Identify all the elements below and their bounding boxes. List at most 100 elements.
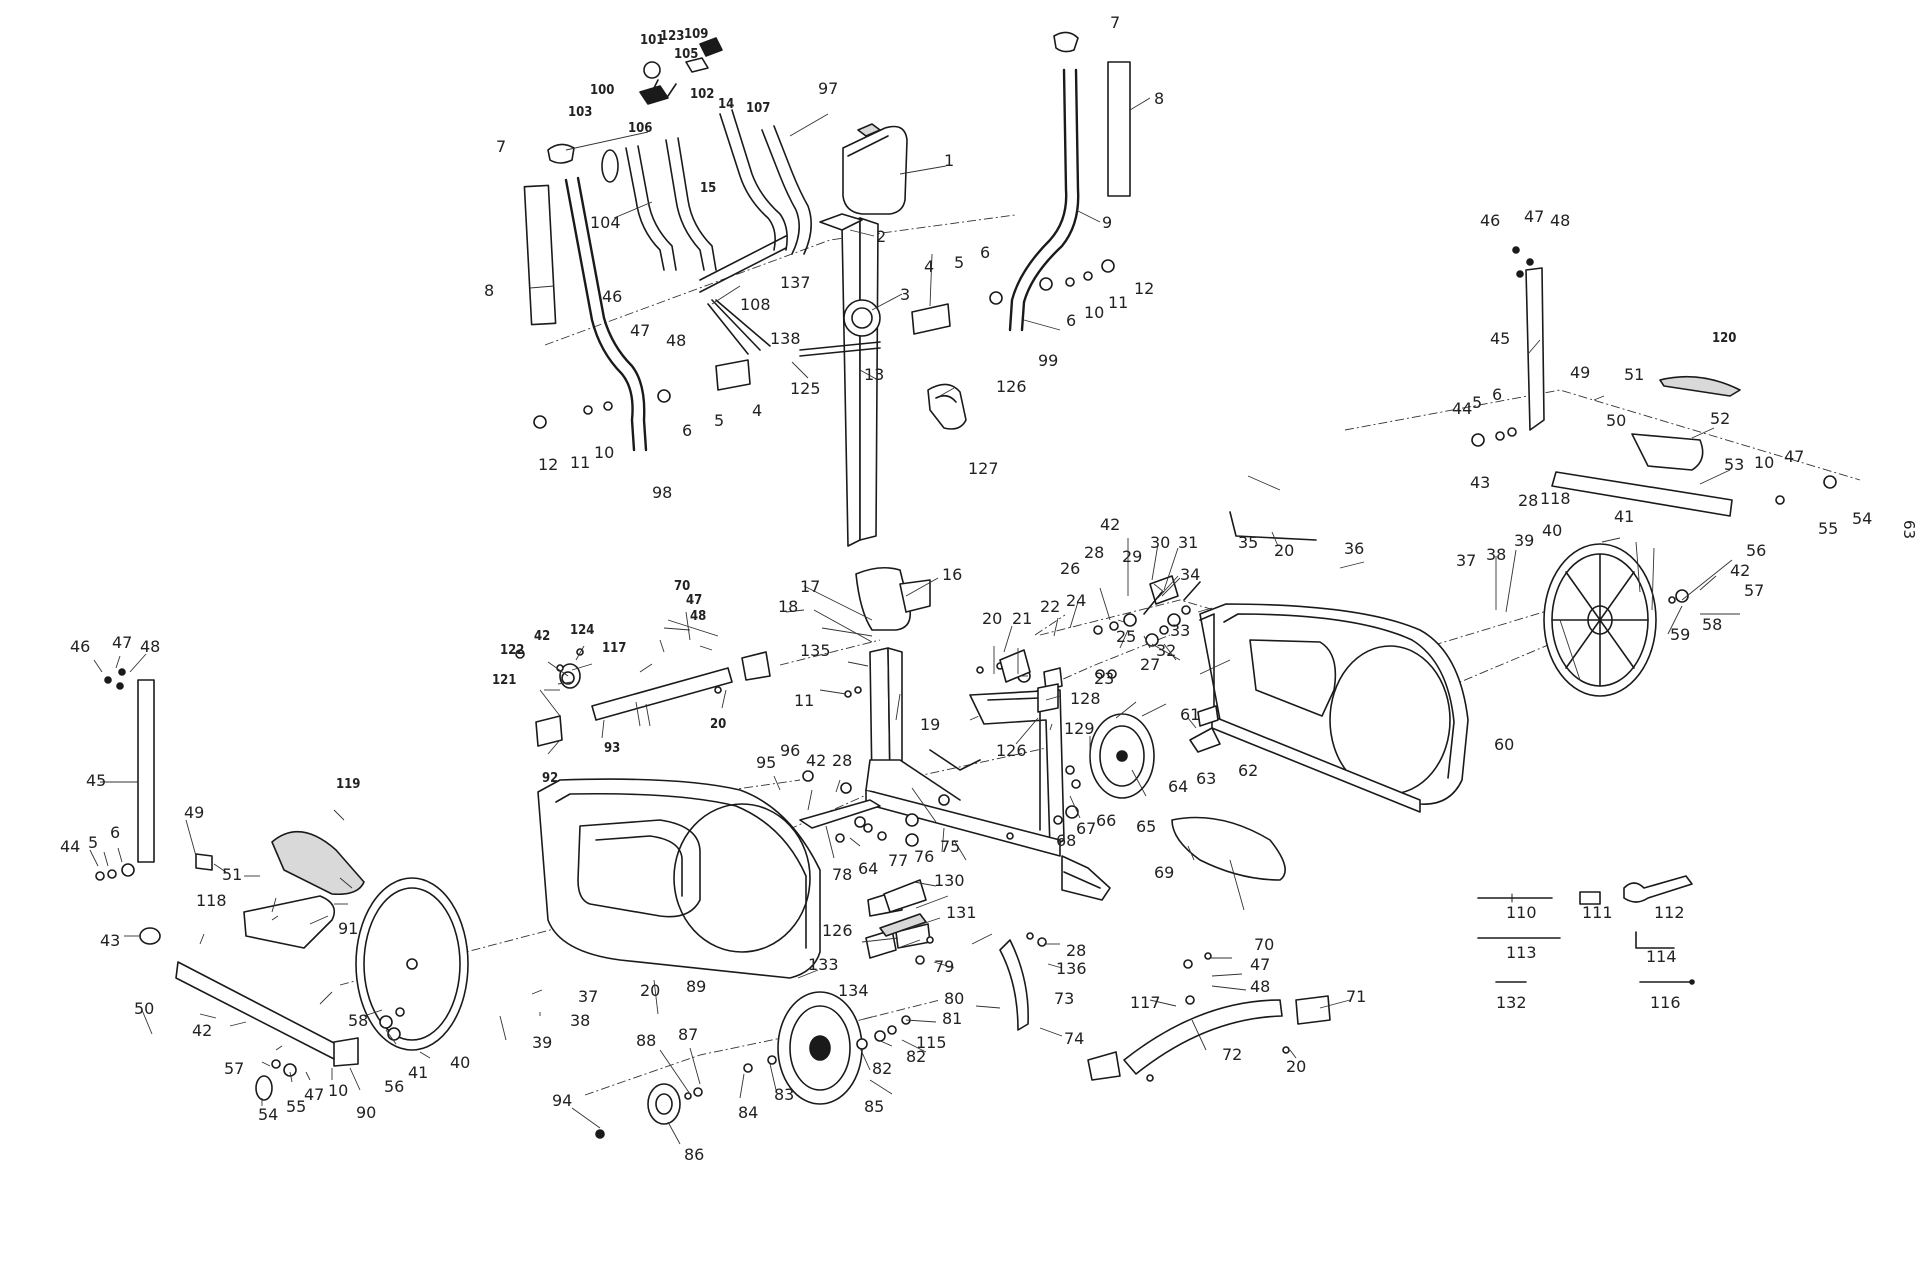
callout-117b: 117	[1130, 993, 1161, 1012]
callout-60: 60	[1494, 735, 1514, 754]
callout-5d: 5	[88, 833, 98, 852]
callout-28a: 28	[1084, 543, 1104, 562]
callout-38a: 38	[1486, 545, 1506, 564]
seat-post	[855, 566, 931, 787]
callout-41b: 41	[408, 1063, 428, 1082]
callout-70b: 70	[1254, 935, 1274, 954]
callout-103: 103	[568, 105, 592, 120]
callout-77: 77	[888, 851, 908, 870]
upright-mast	[715, 213, 967, 547]
callout-49a: 49	[1570, 363, 1590, 382]
callout-75: 75	[940, 837, 960, 856]
callout-98: 98	[652, 483, 672, 502]
callout-101: 101	[640, 33, 664, 48]
callout-6c: 6	[682, 421, 692, 440]
flywheel-and-pulley	[647, 991, 863, 1125]
callout-50a: 50	[1606, 411, 1626, 430]
loose-hardware	[1477, 875, 1695, 985]
callout-79: 79	[934, 957, 954, 976]
callout-12a: 12	[1134, 279, 1154, 298]
callout-8a: 8	[1154, 89, 1164, 108]
callout-48b: 48	[666, 331, 686, 350]
callout-33: 33	[1170, 621, 1190, 640]
callout-40a: 40	[1542, 521, 1562, 540]
callout-63: 63	[1196, 769, 1216, 788]
console-assembly	[639, 37, 908, 215]
callout-7b: 7	[496, 137, 506, 156]
callout-47e: 47	[686, 593, 702, 608]
callout-4b: 4	[752, 401, 762, 420]
callout-18: 18	[778, 597, 798, 616]
callout-28d: 28	[1518, 491, 1538, 510]
callout-109: 109	[684, 27, 708, 42]
callout-120: 120	[1712, 331, 1736, 346]
callout-44b: 44	[60, 837, 80, 856]
callout-5c: 5	[1472, 393, 1482, 412]
callout-11c: 11	[794, 691, 814, 710]
crank-sprocket	[1089, 713, 1286, 881]
callout-124: 124	[570, 623, 594, 638]
callout-105: 105	[674, 47, 698, 62]
callout-90: 90	[356, 1103, 376, 1122]
callout-19: 19	[920, 715, 940, 734]
callout-32: 32	[1156, 641, 1176, 660]
bolt-icon	[643, 61, 661, 79]
left-side-disc	[355, 877, 469, 1051]
main-frame	[799, 689, 1111, 901]
callout-73: 73	[1054, 989, 1074, 1008]
callout-6d: 6	[1492, 385, 1502, 404]
callout-81: 81	[942, 1009, 962, 1028]
left-chain-cover	[537, 778, 821, 979]
callout-13: 13	[864, 365, 884, 384]
callout-23: 23	[1094, 669, 1114, 688]
callout-85: 85	[864, 1097, 884, 1116]
callout-51b: 51	[222, 865, 242, 884]
callout-58a: 58	[1702, 615, 1722, 634]
callout-129: 129	[1064, 719, 1095, 738]
callout-47a: 47	[1524, 207, 1544, 226]
callout-43a: 43	[1470, 473, 1490, 492]
left-pedal-assembly	[137, 679, 365, 1101]
callout-16: 16	[942, 565, 962, 584]
page-number: 63	[1900, 520, 1918, 539]
callout-80: 80	[944, 989, 964, 1008]
callout-71: 71	[1346, 987, 1366, 1006]
callout-106: 106	[628, 121, 652, 136]
callout-131: 131	[946, 903, 977, 922]
callout-27: 27	[1140, 655, 1160, 674]
callout-14: 14	[718, 97, 734, 112]
callout-56a: 56	[1746, 541, 1766, 560]
callout-31: 31	[1178, 533, 1198, 552]
callout-10c: 10	[1754, 453, 1774, 472]
callout-92: 92	[542, 771, 558, 786]
callout-134: 134	[838, 981, 869, 1000]
callout-10b: 10	[594, 443, 614, 462]
callout-7a: 7	[1110, 13, 1120, 32]
callout-126b: 126	[996, 741, 1027, 760]
callout-1: 1	[944, 151, 954, 170]
callout-94: 94	[552, 1091, 572, 1110]
callout-20e: 20	[1286, 1057, 1306, 1076]
callout-54b: 54	[258, 1105, 278, 1124]
callout-36: 36	[1344, 539, 1364, 558]
callout-45b: 45	[86, 771, 106, 790]
callout-46c: 46	[70, 637, 90, 656]
callout-47d: 47	[112, 633, 132, 652]
callout-42e: 42	[192, 1021, 212, 1040]
callout-48d: 48	[690, 609, 706, 624]
callout-89: 89	[686, 977, 706, 996]
callout-65: 65	[1136, 817, 1156, 836]
callout-138: 138	[770, 329, 801, 348]
callout-11b: 11	[570, 453, 590, 472]
callout-78: 78	[832, 865, 852, 884]
callout-2: 2	[876, 227, 886, 246]
callout-5b: 5	[714, 411, 724, 430]
callout-57b: 57	[224, 1059, 244, 1078]
callout-35: 35	[1238, 533, 1258, 552]
callout-121: 121	[492, 673, 516, 688]
callout-69: 69	[1154, 863, 1174, 882]
callout-82a: 82	[906, 1047, 926, 1066]
callout-125: 125	[790, 379, 821, 398]
callout-70a: 70	[674, 579, 690, 594]
